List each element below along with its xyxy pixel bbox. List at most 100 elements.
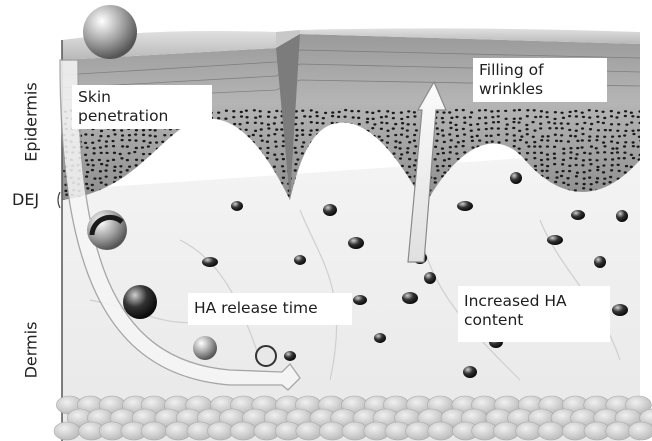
- cell-nucleus: [380, 121, 383, 123]
- fat-cell: [296, 422, 322, 440]
- cell-nucleus: [583, 177, 586, 179]
- cell-nucleus: [86, 171, 89, 173]
- cell-nucleus: [239, 134, 242, 136]
- cell-nucleus: [637, 158, 640, 160]
- cell-nucleus: [225, 122, 228, 124]
- cell-nucleus: [239, 152, 242, 154]
- cell-nucleus: [128, 176, 131, 178]
- cell-nucleus: [476, 135, 479, 137]
- cell-nucleus: [350, 139, 353, 141]
- cell-nucleus: [266, 157, 269, 159]
- cell-nucleus: [609, 176, 612, 178]
- cell-nucleus: [373, 123, 376, 125]
- cell-nucleus: [583, 171, 586, 173]
- cell-nucleus: [490, 110, 493, 112]
- cell-nucleus: [240, 141, 243, 143]
- cell-nucleus: [114, 176, 117, 178]
- cell-nucleus: [196, 141, 199, 143]
- cell-nucleus: [617, 157, 620, 159]
- cell-nucleus: [476, 152, 479, 154]
- cell-nucleus: [261, 139, 264, 141]
- cell-nucleus: [533, 157, 536, 159]
- cell-nucleus: [260, 122, 263, 124]
- cell-nucleus: [575, 115, 578, 117]
- cell-nucleus: [274, 140, 277, 142]
- cell-nucleus: [553, 122, 556, 124]
- cell-nucleus: [408, 158, 411, 160]
- cell-nucleus: [294, 169, 297, 171]
- cell-nucleus: [582, 159, 585, 161]
- cell-nucleus: [147, 145, 150, 147]
- cell-nucleus: [392, 164, 395, 166]
- cell-nucleus: [477, 145, 480, 147]
- cell-nucleus: [485, 128, 488, 130]
- cell-nucleus: [323, 147, 326, 149]
- cell-nucleus: [168, 171, 171, 173]
- cell-nucleus: [197, 147, 200, 149]
- cell-nucleus: [246, 122, 249, 124]
- cell-nucleus: [169, 152, 172, 154]
- cell-nucleus: [267, 116, 270, 118]
- cell-nucleus: [226, 146, 229, 148]
- cell-nucleus: [329, 139, 332, 141]
- cell-nucleus: [392, 127, 395, 129]
- cell-nucleus: [554, 181, 557, 183]
- cell-nucleus: [338, 146, 341, 148]
- cell-nucleus: [476, 159, 479, 161]
- cell-nucleus: [575, 130, 578, 132]
- cell-nucleus: [436, 165, 439, 167]
- cell-nucleus: [471, 158, 474, 160]
- cell-nucleus: [455, 116, 458, 118]
- cell-nucleus: [588, 116, 591, 118]
- cell-nucleus: [147, 182, 150, 184]
- cell-nucleus: [624, 110, 627, 112]
- cell-nucleus: [120, 182, 123, 184]
- cell-nucleus: [226, 151, 229, 153]
- cell-nucleus: [113, 166, 116, 168]
- cell-nucleus: [371, 127, 374, 129]
- cell-nucleus: [457, 141, 460, 143]
- cell-nucleus: [506, 152, 509, 154]
- cell-nucleus: [449, 151, 452, 153]
- cell-nucleus: [163, 134, 166, 136]
- cell-nucleus: [630, 154, 633, 156]
- cell-nucleus: [531, 121, 534, 123]
- cell-nucleus: [497, 110, 500, 112]
- cell-nucleus: [525, 128, 528, 130]
- cell-nucleus: [197, 158, 200, 160]
- cell-nucleus: [310, 109, 313, 111]
- cell-nucleus: [371, 153, 374, 155]
- cell-nucleus: [119, 153, 122, 155]
- cell-nucleus: [273, 122, 276, 124]
- cell-nucleus: [148, 153, 151, 155]
- cell-nucleus: [113, 169, 116, 171]
- cell-nucleus: [547, 135, 550, 137]
- cell-nucleus: [568, 170, 571, 172]
- cell-nucleus: [252, 151, 255, 153]
- cell-nucleus: [618, 170, 621, 172]
- cell-nucleus: [639, 140, 642, 142]
- cell-nucleus: [484, 152, 487, 154]
- cell-nucleus: [267, 134, 270, 136]
- cell-nucleus: [372, 159, 375, 161]
- cell-nucleus: [617, 164, 620, 166]
- cell-nucleus: [581, 111, 584, 113]
- cell-nucleus: [553, 157, 556, 159]
- cell-nucleus: [309, 166, 312, 168]
- cell-nucleus: [406, 171, 409, 173]
- cell-nucleus: [597, 121, 600, 123]
- cell-nucleus: [632, 145, 635, 147]
- cell-nucleus: [273, 133, 276, 135]
- cell-nucleus: [100, 181, 103, 183]
- cell-nucleus: [611, 135, 614, 137]
- cell-nucleus: [539, 145, 542, 147]
- cell-nucleus: [280, 128, 283, 130]
- ha-particle: [571, 210, 585, 220]
- cell-nucleus: [92, 164, 95, 166]
- cell-nucleus: [603, 136, 606, 138]
- cell-nucleus: [541, 170, 544, 172]
- cell-nucleus: [275, 128, 278, 130]
- cell-nucleus: [155, 171, 158, 173]
- cell-nucleus: [533, 129, 536, 131]
- cell-nucleus: [218, 175, 221, 177]
